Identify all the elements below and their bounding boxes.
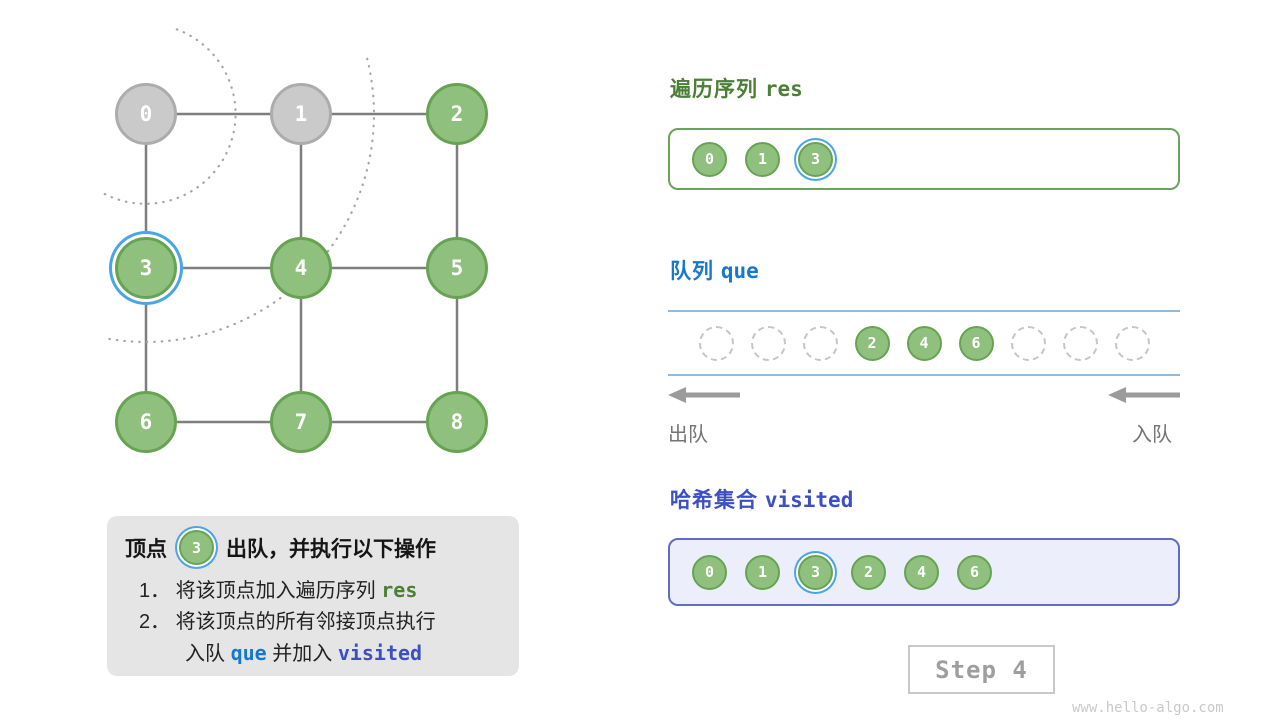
info-step-2: 2． 将该顶点的所有邻接顶点执行 (139, 607, 501, 638)
queue-slot-empty (1062, 325, 1098, 361)
visited-title-zh: 哈希集合 (670, 489, 758, 512)
info-step-1: 1． 将该顶点加入遍历序列 res (139, 575, 501, 607)
info-step-3-mid: 并加入 (266, 643, 338, 665)
queue-slots-row: 2 4 6 (668, 312, 1180, 374)
visited-item-highlighted: 3 (798, 554, 833, 590)
visited-item: 2 (851, 554, 886, 590)
res-list-container: 0 1 3 (668, 128, 1180, 190)
queue-slot-empty (1010, 325, 1046, 361)
graph-node-6: 6 (115, 391, 177, 453)
info-title-suffix: 出队，并执行以下操作 (226, 537, 436, 561)
queue-slot-empty (802, 325, 838, 361)
enqueue-arrow-icon (1108, 387, 1180, 403)
que-code-token: que (230, 641, 267, 665)
info-step-1-text: 1． 将该顶点加入遍历序列 (139, 580, 382, 602)
graph-node-8: 8 (426, 391, 488, 453)
queue-top-boundary (668, 310, 1180, 312)
res-item: 1 (745, 141, 780, 177)
queue-slot-empty (698, 325, 734, 361)
visited-panel-title: 哈希集合 visited (670, 484, 853, 514)
bfs-wavefront-arc-outer (105, 57, 376, 344)
watermark: www.hello-algo.com (1072, 700, 1224, 716)
info-step-2-continued: 入队 que 并加入 visited (139, 638, 501, 670)
graph-node-1: 1 (270, 83, 332, 145)
res-title-code: res (764, 77, 803, 101)
res-code-token: res (381, 578, 418, 602)
visited-title-code: visited (764, 488, 854, 512)
visited-set-container: 0 1 3 2 4 6 (668, 538, 1180, 606)
res-panel-title: 遍历序列 res (670, 73, 803, 103)
queue-slot-filled: 6 (958, 325, 994, 361)
visited-item: 4 (904, 554, 939, 590)
queue-panel-title: 队列 que (670, 255, 759, 285)
bfs-wavefront-arc-inner (99, 28, 237, 205)
visited-item: 6 (957, 554, 992, 590)
queue-slot-filled: 4 (906, 325, 942, 361)
res-title-zh: 遍历序列 (670, 78, 758, 101)
info-title-node-badge: 3 (179, 530, 214, 565)
info-title-prefix: 顶点 (125, 537, 167, 561)
queue-slot-empty (1114, 325, 1150, 361)
res-item-highlighted: 3 (798, 141, 833, 177)
step-indicator: Step 4 (908, 645, 1055, 694)
info-step-2-text: 2． 将该顶点的所有邻接顶点执行 (139, 611, 436, 633)
queue-slot-filled: 2 (854, 325, 890, 361)
info-box-title: 顶点 3 出队，并执行以下操作 (125, 530, 501, 565)
graph-node-7: 7 (270, 391, 332, 453)
queue-title-code: que (720, 259, 759, 283)
bfs-wavefront-arcs (99, 28, 376, 344)
queue-title-zh: 队列 (670, 260, 714, 283)
graph-node-3-current: 3 (115, 237, 177, 299)
dequeue-arrow-icon (668, 387, 740, 403)
queue-bottom-boundary (668, 374, 1180, 376)
info-step-3-pre: 入队 (185, 643, 231, 665)
info-box-steps: 1． 将该顶点加入遍历序列 res 2． 将该顶点的所有邻接顶点执行 入队 qu… (125, 575, 501, 670)
graph-node-2: 2 (426, 83, 488, 145)
graph-node-5: 5 (426, 237, 488, 299)
res-item: 0 (692, 141, 727, 177)
visited-item: 1 (745, 554, 780, 590)
graph-node-4: 4 (270, 237, 332, 299)
visited-item: 0 (692, 554, 727, 590)
dequeue-label: 出队 (668, 424, 708, 446)
enqueue-label: 入队 (1132, 424, 1172, 446)
operation-info-box: 顶点 3 出队，并执行以下操作 1． 将该顶点加入遍历序列 res 2． 将该顶… (107, 516, 519, 676)
visited-code-token: visited (337, 641, 423, 665)
graph-node-0: 0 (115, 83, 177, 145)
queue-slot-empty (750, 325, 786, 361)
